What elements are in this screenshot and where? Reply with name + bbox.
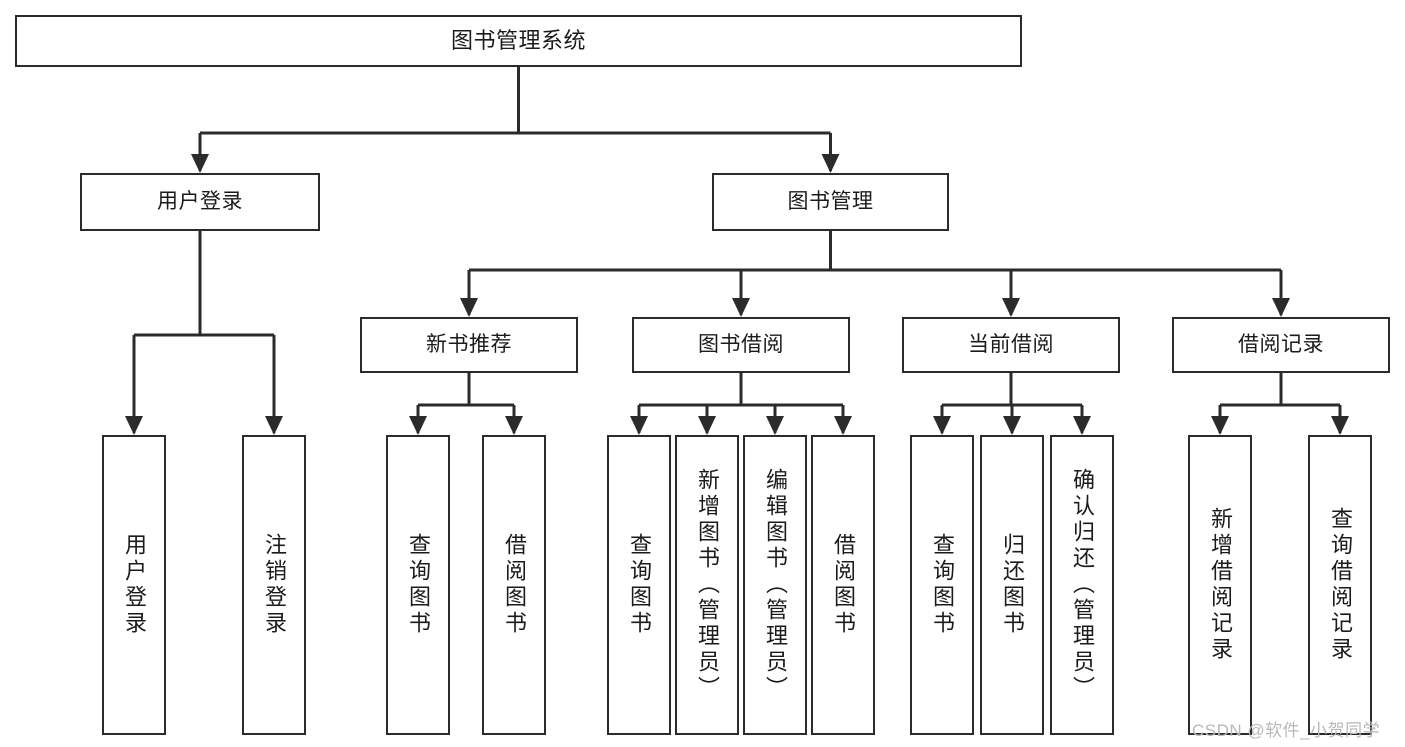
node-l-query3: 查询图书 [910,435,974,735]
arrowhead [1331,416,1349,435]
arrowhead [821,154,840,173]
arrowhead [409,416,427,435]
node-l-login: 用户登录 [102,435,166,735]
arrowhead [505,416,523,435]
node-l-queryrec: 查询借阅记录 [1308,435,1372,735]
node-label: 归还图书 [1000,533,1025,637]
node-label: 查询图书 [627,533,652,637]
arrowhead [698,416,716,435]
node-l-confirm: 确认归还（管理员） [1050,435,1114,735]
node-l-query2: 查询图书 [607,435,671,735]
node-root: 图书管理系统 [15,15,1022,67]
node-label: 图书管理 [787,189,874,213]
arrowhead [933,416,951,435]
node-newbook: 新书推荐 [360,317,578,373]
node-label: 查询图书 [930,533,955,637]
node-l-borrow1: 借阅图书 [482,435,546,735]
node-records: 借阅记录 [1172,317,1390,373]
arrowhead [766,416,784,435]
node-label: 图书管理系统 [450,28,586,54]
node-l-add: 新增图书（管理员） [675,435,739,735]
node-current: 当前借阅 [902,317,1120,373]
node-label: 用户登录 [122,533,147,637]
watermark: CSDN @软件_小贺同学 [1192,721,1381,740]
arrowhead [460,298,478,317]
arrowhead [265,416,283,435]
node-label: 查询图书 [406,533,431,637]
node-label: 新增图书（管理员） [695,468,720,702]
arrowhead [1003,416,1021,435]
arrowhead [834,416,852,435]
node-l-return: 归还图书 [980,435,1044,735]
arrowhead [1073,416,1091,435]
node-bookmgmt: 图书管理 [712,173,949,231]
node-login: 用户登录 [80,173,320,231]
node-l-borrow2: 借阅图书 [811,435,875,735]
arrowhead [630,416,648,435]
node-label: 当前借阅 [968,332,1054,356]
arrowhead [125,416,143,435]
node-label: 编辑图书（管理员） [763,468,788,702]
node-label: 用户登录 [157,189,243,213]
node-label: 确认归还（管理员） [1070,468,1095,702]
arrowhead [1211,416,1229,435]
node-label: 借阅图书 [502,533,527,637]
node-l-logout: 注销登录 [242,435,306,735]
node-label: 借阅记录 [1238,332,1324,356]
node-label: 新书推荐 [426,332,512,356]
node-label: 新增借阅记录 [1208,507,1233,663]
node-label: 图书借阅 [698,332,784,356]
arrowhead [732,298,750,317]
arrowhead [191,154,209,173]
node-borrow: 图书借阅 [632,317,850,373]
node-label: 注销登录 [262,533,287,637]
node-l-edit: 编辑图书（管理员） [743,435,807,735]
arrowhead [1002,298,1020,317]
node-l-addrec: 新增借阅记录 [1188,435,1252,735]
node-label: 查询借阅记录 [1328,507,1353,663]
node-l-query1: 查询图书 [386,435,450,735]
arrowhead [1272,298,1290,317]
node-label: 借阅图书 [831,533,856,637]
